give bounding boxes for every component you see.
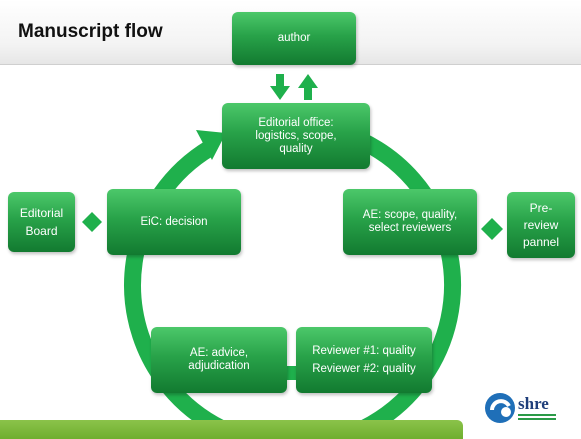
cycle-arrowhead [196,130,226,160]
pre-review-box: Pre- review pannel [507,192,575,258]
editorial-board-label: Editorial Board [19,206,64,238]
bottom-connector [286,366,296,380]
reviewers-box: Reviewer #1: quality Reviewer #2: qualit… [296,327,432,393]
page-title: Manuscript flow [18,21,163,42]
ae-advice-label: AE: advice, adjudication [188,347,250,372]
author-label: author [277,32,311,44]
pre-review-label: Pre- review pannel [522,200,560,249]
diamond-connector-left [82,212,102,232]
editorial-office-box: Editorial office: logistics, scope, qual… [222,103,370,169]
ae-advice-box: AE: advice, adjudication [151,327,287,393]
ae-scope-box: AE: scope, quality, select reviewers [343,189,477,255]
editorial-board-box: Editorial Board [8,192,75,252]
bottom-band [0,420,463,439]
reviewers-label: Reviewer #1: quality Reviewer #2: qualit… [312,345,416,375]
diamond-connector-right [481,218,503,240]
down-arrow-icon [270,74,290,100]
up-arrow-icon [298,74,318,100]
author-box: author [232,12,356,65]
ae-scope-label: AE: scope, quality, select reviewers [362,209,458,234]
logo-text: shre [518,394,549,413]
eic-decision-box: EiC: decision [107,189,241,255]
eic-decision-label: EiC: decision [140,215,208,228]
editorial-office-label: Editorial office: logistics, scope, qual… [255,116,337,155]
logo-swirl-icon [485,393,556,423]
cycle-ring [124,132,461,439]
